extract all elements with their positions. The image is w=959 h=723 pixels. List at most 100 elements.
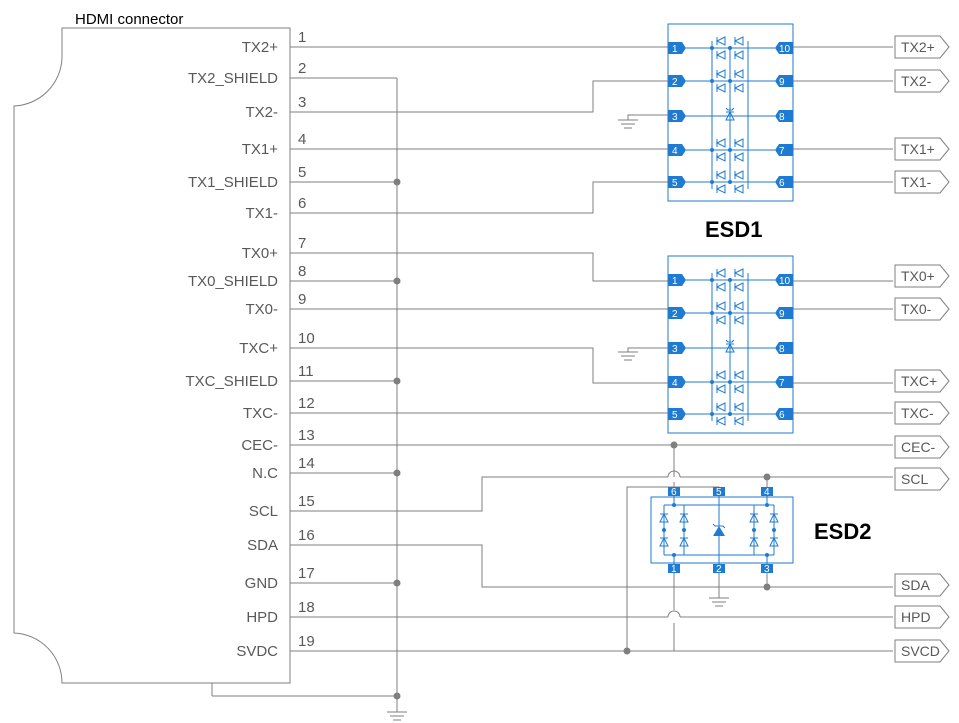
port-label: TXC-: [901, 405, 934, 421]
output-ports: TX2+TX2-TX1+TX1-TX0+TX0-TXC+TXC-CEC-SCLS…: [894, 35, 950, 663]
signal-wires: [290, 46, 893, 655]
port-label: TX2-: [901, 73, 932, 89]
pin-label: TX2-: [245, 104, 278, 121]
pin-number: 14: [298, 455, 315, 472]
pin-number: 8: [298, 263, 306, 280]
port-flag: HPD: [894, 605, 950, 629]
chip-pin-number: 5: [672, 410, 678, 421]
connector-pin: TX0- 9: [245, 291, 306, 318]
chip-pin-number: 2: [672, 77, 678, 88]
pin-label: TXC-: [243, 405, 278, 422]
pin-number: 11: [298, 363, 314, 380]
pin-label: TX2+: [242, 39, 279, 56]
chip-pin-number: 8: [779, 112, 785, 123]
connector-pin: TX1+ 4: [242, 131, 307, 158]
pin-number: 9: [298, 291, 306, 308]
pin-number: 12: [298, 395, 315, 412]
pin-label: SCL: [249, 503, 278, 520]
port-label: SVCD: [901, 643, 940, 659]
pin-number: 5: [298, 164, 306, 181]
connector-pin: TX2+ 1: [242, 29, 307, 56]
esd2-title: ESD2: [814, 519, 871, 544]
pin-label: GND: [245, 575, 279, 592]
esd2-chip: 6 1 5 2 4 3: [650, 487, 794, 575]
port-label: TX0-: [901, 301, 932, 317]
connector-pin: TX0+ 7: [242, 235, 307, 262]
connector-pin: TX2- 3: [245, 94, 306, 121]
chip-pin-number: 6: [779, 410, 785, 421]
port-label: TXC+: [901, 373, 937, 389]
pin-number: 16: [298, 527, 315, 544]
port-label: SDA: [901, 577, 930, 593]
port-label: TX0+: [901, 268, 935, 284]
chip-pin-number: 6: [671, 487, 677, 498]
pin-label: TX0+: [242, 245, 279, 262]
connector-pin: HPD 18: [246, 599, 314, 626]
shield-bus: [211, 77, 401, 712]
chip-pin-number: 2: [716, 564, 722, 575]
port-flag: TX0+: [894, 264, 950, 288]
pin-label: TXC_SHIELD: [185, 373, 278, 390]
pin-label: TX2_SHIELD: [188, 70, 278, 87]
pin-number: 4: [298, 131, 306, 148]
esd-lower-ground: [618, 347, 668, 361]
chip-pin-number: 8: [779, 344, 785, 355]
connector-pin: TXC- 12: [243, 395, 315, 422]
chip-pin-number: 10: [779, 276, 791, 287]
chip-pin-number: 2: [672, 309, 678, 320]
pin-label: SDA: [247, 537, 278, 554]
connector-pin: TX2_SHIELD 2: [188, 60, 306, 87]
pin-number: 18: [298, 599, 315, 616]
pin-label: TX0-: [245, 301, 278, 318]
port-flag: SVCD: [894, 639, 950, 663]
chip-pin-number: 6: [779, 178, 785, 189]
connector-pin: GND 17: [245, 565, 397, 592]
chip-pin-number: 5: [672, 178, 678, 189]
pin-label: TXC+: [239, 340, 278, 357]
pin-number: 3: [298, 94, 306, 111]
chip-pin-number: 5: [716, 487, 722, 498]
connector-body: [13, 27, 291, 684]
pin-label: HPD: [246, 609, 278, 626]
port-flag: TX2-: [894, 69, 950, 93]
port-flag: SDA: [894, 573, 950, 597]
chip-pin-number: 1: [671, 564, 677, 575]
pin-label: TX1_SHIELD: [188, 174, 278, 191]
pin-number: 10: [298, 330, 315, 347]
pin-number: 7: [298, 235, 306, 252]
connector-pin: SDA 16: [247, 527, 315, 554]
connector-pin: TX1-6: [245, 195, 306, 222]
chip-pin-number: 1: [672, 276, 678, 287]
chip-pin-number: 3: [672, 344, 678, 355]
pin-number: 1: [298, 29, 306, 46]
esd1-title: ESD1: [705, 217, 762, 242]
connector-pin: TX0_SHIELD 8: [188, 263, 397, 290]
pin-number: 2: [298, 60, 306, 77]
port-label: HPD: [901, 609, 931, 625]
pin-number: 17: [298, 565, 315, 582]
pin-number: 13: [298, 427, 315, 444]
pin-number: 19: [298, 633, 315, 650]
chip-pin-number: 7: [779, 378, 785, 389]
pin-label: TX1+: [242, 141, 279, 158]
port-label: CEC-: [901, 439, 936, 455]
connector-pins: TX2+1TX2_SHIELD2TX2-3TX1+4TX1_SHIELD5TX1…: [185, 29, 397, 660]
port-flag: TXC+: [894, 369, 950, 393]
chip-pin-number: 4: [672, 378, 678, 389]
chip-pin-number: 7: [779, 146, 785, 157]
port-flag: CEC-: [894, 435, 950, 459]
chip-pin-number: 10: [779, 44, 791, 55]
chip-pin-number: 3: [672, 112, 678, 123]
pin-label: CEC-: [241, 437, 278, 454]
chip-pin-number: 4: [764, 487, 770, 498]
chip-pin-number: 1: [672, 44, 678, 55]
connector-pin: CEC- 13: [241, 427, 314, 454]
esd2-ground: [709, 597, 729, 607]
port-flag: TX1+: [894, 137, 950, 161]
chip-pin-number: 3: [764, 564, 770, 575]
pin-label: TX0_SHIELD: [188, 273, 278, 290]
esd1-ground: [618, 114, 668, 129]
port-label: TX1+: [901, 141, 935, 157]
